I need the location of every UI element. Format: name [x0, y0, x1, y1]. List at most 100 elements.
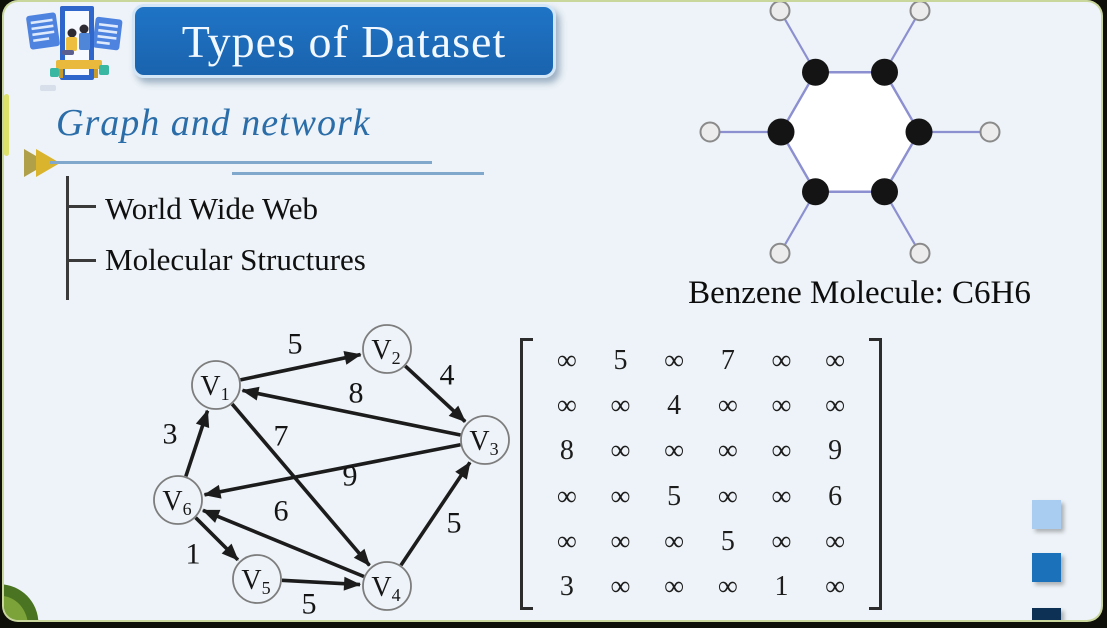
node-label: V5 [241, 565, 270, 599]
matrix-cell: ∞ [771, 389, 792, 421]
carbon-atom [871, 178, 898, 206]
matrix-cell: ∞ [664, 344, 685, 376]
matrix-cell: ∞ [771, 525, 792, 557]
matrix-cell: ∞ [556, 344, 577, 376]
accent-square-medium [1032, 553, 1061, 582]
graph-edge [230, 402, 371, 567]
hydrogen-atom [909, 242, 931, 264]
double-chevron-icon [24, 149, 60, 177]
matrix-cell: ∞ [771, 480, 792, 512]
edge-weight-label: 8 [349, 377, 364, 410]
matrix-cell: ∞ [610, 525, 631, 557]
edge-weight-label: 1 [186, 538, 201, 571]
adjacency-matrix: ∞5∞7∞∞∞∞4∞∞∞8∞∞∞∞9∞∞5∞∞6∞∞∞5∞∞3∞∞∞1∞ [520, 338, 882, 610]
graph-node [153, 475, 203, 525]
carbon-atom [802, 178, 829, 206]
edge-weight-label: 4 [440, 359, 455, 392]
matrix-grid: ∞5∞7∞∞∞∞4∞∞∞8∞∞∞∞9∞∞5∞∞6∞∞∞5∞∞3∞∞∞1∞ [540, 338, 862, 610]
matrix-cell: ∞ [771, 435, 792, 467]
underline-rule [50, 161, 432, 164]
matrix-cell: ∞ [610, 571, 631, 603]
matrix-left-bracket [520, 338, 533, 610]
carbon-atom [802, 58, 829, 86]
hydrogen-atom [769, 2, 791, 22]
accent-square-light [1032, 500, 1061, 529]
title-banner: Types of Dataset [132, 4, 556, 78]
bullet-world-wide-web: World Wide Web [105, 191, 319, 226]
graph-node [362, 561, 412, 611]
bench [56, 60, 102, 69]
graph-node [191, 360, 241, 410]
edge-weight-label: 9 [343, 460, 358, 493]
benzene-molecule-diagram [699, 2, 1001, 264]
people-illustration [26, 6, 123, 91]
node-label: V4 [371, 572, 400, 606]
edge-accent [4, 94, 9, 156]
matrix-cell: ∞ [664, 525, 685, 557]
matrix-cell: ∞ [717, 571, 738, 603]
node-label: V6 [162, 486, 191, 520]
section-heading: Graph and network [56, 102, 371, 144]
node-label: V3 [469, 426, 498, 460]
matrix-cell: ∞ [825, 389, 846, 421]
matrix-cell: ∞ [610, 480, 631, 512]
graph-edge [281, 576, 362, 591]
matrix-cell: ∞ [717, 480, 738, 512]
graph-node [460, 415, 510, 465]
carbon-atom [905, 118, 933, 146]
tree-tick [66, 259, 96, 262]
matrix-cell: ∞ [825, 571, 846, 603]
accent-square-dark [1032, 608, 1061, 620]
carbon-atom [871, 58, 898, 86]
carbon-ring [779, 71, 921, 193]
graph-edge [203, 443, 461, 499]
matrix-cell: ∞ [771, 344, 792, 376]
graph-edge [399, 461, 472, 567]
graph-edge [404, 364, 467, 423]
matrix-right-bracket [869, 338, 882, 610]
edge-weight-label: 5 [302, 588, 317, 621]
graph-node [362, 324, 412, 374]
matrix-cell: 1 [774, 571, 789, 603]
matrix-cell: 5 [667, 480, 682, 512]
matrix-cell: ∞ [825, 344, 846, 376]
hydrogen-atom [699, 121, 721, 143]
edge-weight-label: 5 [288, 328, 303, 361]
node-label: V1 [200, 371, 229, 405]
matrix-cell: ∞ [610, 389, 631, 421]
graph-edge [240, 351, 362, 382]
graph-node [232, 554, 282, 604]
graph-edge [184, 409, 210, 477]
tree-tick [66, 205, 96, 208]
underline-rule-2 [232, 172, 484, 175]
matrix-cell: ∞ [610, 435, 631, 467]
edge-weight-label: 6 [274, 495, 289, 528]
matrix-cell: ∞ [717, 435, 738, 467]
matrix-cell: 7 [720, 344, 735, 376]
carbon-atom [767, 118, 795, 146]
matrix-cell: 4 [667, 389, 682, 421]
graph-edge [241, 386, 461, 437]
matrix-cell: 5 [720, 525, 735, 557]
graph-edge [194, 516, 240, 562]
matrix-cell: ∞ [556, 525, 577, 557]
matrix-cell: 8 [559, 435, 574, 467]
edge-weight-label: 5 [447, 507, 462, 540]
tree-trunk [66, 176, 69, 300]
hydrogen-atom [769, 242, 791, 264]
matrix-cell: ∞ [556, 480, 577, 512]
hydrogen-atom [979, 121, 1001, 143]
matrix-cell: 9 [828, 435, 843, 467]
edge-weight-label: 7 [274, 420, 289, 453]
matrix-cell: 5 [613, 344, 628, 376]
page-title: Types of Dataset [181, 15, 507, 67]
matrix-cell: ∞ [664, 435, 685, 467]
matrix-cell: ∞ [556, 389, 577, 421]
node-label: V2 [371, 335, 400, 369]
molecule-caption: Benzene Molecule: C6H6 [688, 275, 1031, 311]
bullet-molecular-structures: Molecular Structures [105, 242, 366, 277]
matrix-cell: ∞ [825, 525, 846, 557]
matrix-cell: ∞ [717, 389, 738, 421]
